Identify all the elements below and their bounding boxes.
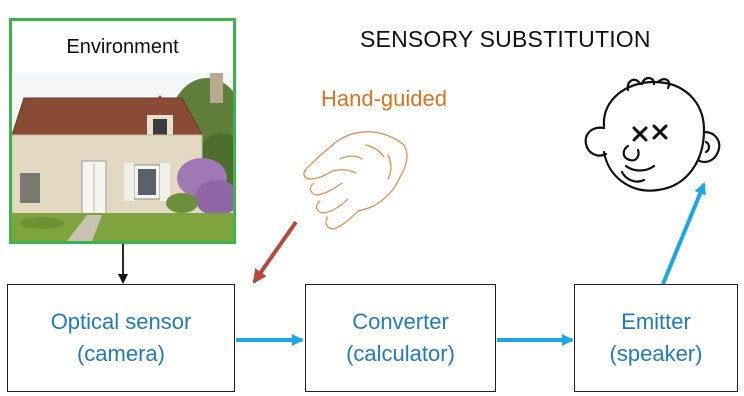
emitter-to-ear-arrow (661, 182, 706, 285)
emitter-box: Emitter (speaker) (574, 284, 738, 392)
converter-title: Converter (352, 309, 449, 334)
hand-to-sensor-arrow (252, 220, 298, 284)
optical-sensor-box: Optical sensor (camera) (7, 284, 235, 392)
environment-panel: Environment (9, 18, 236, 244)
converter-box: Converter (calculator) (305, 284, 496, 392)
converter-subtitle: (calculator) (346, 341, 455, 366)
hand-guided-label: Hand-guided (321, 86, 447, 111)
diagram-title: SENSORY SUBSTITUTION (360, 26, 651, 52)
environment-label: Environment (12, 21, 233, 73)
optical-sensor-title: Optical sensor (50, 309, 192, 334)
house-photo (12, 73, 233, 241)
hand-sketch-icon (303, 131, 408, 230)
listener-face-icon (584, 76, 721, 192)
emitter-subtitle: (speaker) (609, 341, 703, 366)
optical-sensor-subtitle: (camera) (76, 341, 165, 366)
emitter-title: Emitter (621, 309, 691, 334)
